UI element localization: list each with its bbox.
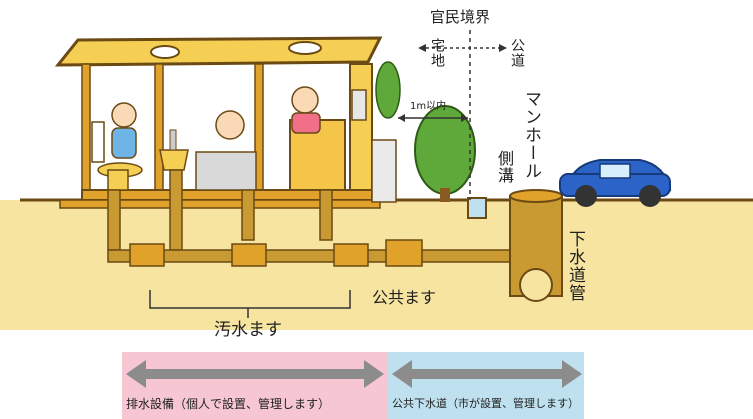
private-band — [122, 352, 388, 419]
public-basin-label: 公共ます — [372, 288, 437, 307]
house-back-wall — [349, 63, 373, 205]
side-ditch-label: 側溝 — [495, 150, 514, 184]
private-land-label: 宅地 — [429, 38, 445, 68]
bath-icon — [195, 86, 321, 191]
sink-icon — [159, 129, 189, 171]
sewage-basin-label: 汚水ます — [214, 320, 282, 340]
tree-icon — [375, 61, 476, 202]
public-sewer-label: 公共下水道（市が設置、管理します） — [392, 397, 579, 410]
ground — [0, 200, 753, 330]
manhole — [509, 189, 563, 302]
public-basin — [385, 239, 423, 267]
one-meter-label: 1m以内 — [410, 101, 447, 112]
public-road-label: 公道 — [509, 38, 525, 68]
sewage-basin — [129, 243, 165, 267]
private-drainage-label: 排水設備（個人で設置、管理します） — [126, 397, 331, 411]
private-arrow — [126, 360, 384, 388]
public-band — [388, 352, 584, 419]
toilet-icon — [91, 102, 143, 191]
sewer-main-label: 下水道管 — [565, 230, 585, 302]
sewage-basin — [333, 243, 369, 267]
drain-pipes — [107, 169, 549, 263]
roof — [54, 36, 383, 67]
sewage-basins — [129, 239, 423, 267]
boundary-label: 官民境界 — [430, 8, 491, 26]
side-ditch — [467, 197, 487, 219]
sewage-basin — [231, 243, 267, 267]
house — [54, 36, 383, 209]
sewage-basin-bracket — [149, 290, 351, 318]
boundary-wall — [371, 139, 397, 203]
manhole-label: マンホール — [521, 90, 541, 180]
car-icon — [559, 159, 672, 207]
public-arrow — [392, 360, 582, 388]
